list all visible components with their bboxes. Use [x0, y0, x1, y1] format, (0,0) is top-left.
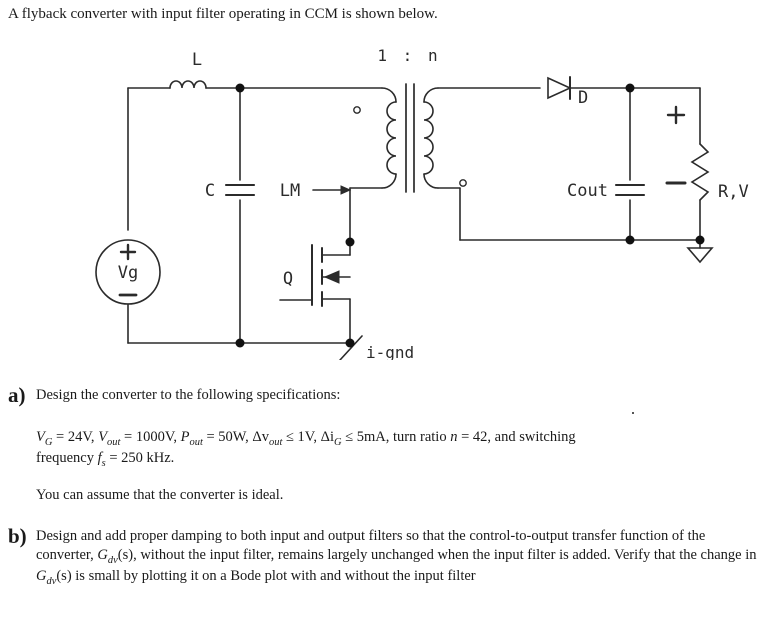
spec-fs-value: = 250 kHz. [109, 450, 175, 467]
question-a-assumption: You can assume that the converter is ide… [36, 487, 284, 503]
question-a-prompt: Design the converter to the following sp… [36, 387, 341, 403]
junction-dot-ground [695, 235, 705, 245]
label-load-RV: R,V [718, 182, 749, 202]
junction-dot-input-node [235, 83, 245, 93]
inductor-coil-icon [169, 80, 207, 89]
ground-triangle-icon [686, 247, 714, 264]
junction-dot-output-bottom [625, 235, 635, 245]
spec-fs-sub: s [101, 458, 106, 470]
spec-dvout-value: ≤ 1V, [285, 429, 318, 445]
spec-pout-value: = 50W, [206, 429, 249, 445]
question-b-line3a: filter is added. Verify that the change … [527, 546, 757, 563]
right-arrow-icon [340, 185, 352, 195]
spec-pout-sub: out [189, 436, 203, 448]
diode-icon [547, 76, 572, 100]
spec-vout-symbol: V [98, 429, 108, 445]
spec-fs-symbol: f [97, 450, 102, 467]
junction-dot-igpnd [345, 338, 355, 348]
label-cap-out: Cout [567, 181, 608, 201]
question-b-line4: without the input filter [344, 567, 476, 584]
label-diode-D: D [578, 88, 588, 108]
input-ground-slash-icon [339, 335, 363, 361]
question-b-line3b: is small by plotting it on a Bode plot w… [75, 567, 342, 584]
transformer-primary-bottom-curl [381, 173, 397, 189]
spec-vout-value: = 1000V, [124, 429, 178, 445]
spec-vg-symbol: V [36, 429, 45, 445]
circuit-diagram: L C LM 1 : n D Cout R,V Vg Q i-gnd [0, 40, 764, 362]
transformer-primary-coil [386, 101, 397, 175]
intro-text: A flyback converter with input filter op… [8, 6, 438, 22]
question-b-line1: Design and add proper damping to both in… [36, 528, 617, 544]
transformer-secondary-top-curl [423, 87, 439, 103]
spec-vg-value: = 24V, [56, 429, 95, 445]
label-source-Vg: Vg [118, 263, 138, 283]
label-turns-ratio: 1 : n [377, 46, 440, 65]
gdv-symbol: G [97, 546, 108, 563]
gdv-sub-2: dv [46, 575, 57, 587]
spec-frequency-text: frequency [36, 450, 94, 467]
spec-dig-symbol: Δi [320, 429, 335, 445]
transformer-primary-top-curl [381, 87, 397, 103]
spec-pout-symbol: P [180, 429, 190, 445]
spec-dvout-symbol: Δv [252, 429, 269, 445]
junction-dot-primary-drain [345, 237, 355, 247]
circuit-schematic-svg: L C LM 1 : n D Cout R,V Vg Q i-gnd [95, 46, 749, 362]
junction-dot-bottom-rail [235, 338, 245, 348]
label-input-ground: i-gnd [366, 343, 414, 360]
transformer-secondary-coil [423, 101, 434, 175]
transformer-polarity-dot-secondary-icon [459, 179, 467, 187]
question-a-spec: VG = 24V, Vout = 1000V, Pout = 50W, Δvou… [36, 428, 746, 471]
transformer-polarity-dot-primary-icon [353, 106, 361, 114]
question-b-body: Design and add proper damping to both in… [36, 527, 758, 588]
label-inductor-L: L [192, 50, 202, 70]
gdv-tail: (s), [117, 546, 137, 563]
transformer-secondary-bottom-curl [423, 173, 439, 189]
label-magnetizing-LM: LM [280, 181, 300, 201]
question-a-label: a) [8, 383, 26, 407]
gdv-sub: dv [107, 554, 118, 566]
gdv-tail-2: (s) [56, 567, 72, 584]
question-b-label: b) [8, 524, 27, 548]
spec-dig-sub: G [334, 436, 342, 448]
spec-turn-ratio-text: turn ratio [393, 429, 447, 445]
resistor-zigzag-icon [690, 143, 710, 201]
spec-dvout-sub: out [269, 436, 283, 448]
question-b-line2a: function of the converter, [36, 528, 706, 563]
gdv-symbol-2: G [36, 567, 47, 584]
spec-vout-sub: out [107, 436, 121, 448]
junction-dot-output-top [625, 83, 635, 93]
spec-n-value: = 42, and switching [461, 429, 576, 445]
spec-vg-sub: G [44, 436, 53, 448]
stray-dot-artifact [632, 412, 634, 414]
question-b-line2b: without the input filter, remains largel… [140, 546, 524, 563]
mosfet-body-diode-arrow [323, 270, 340, 284]
label-capacitor-C: C [205, 181, 215, 201]
spec-n-symbol: n [450, 429, 458, 445]
spec-dig-value: ≤ 5mA, [345, 429, 390, 445]
label-mosfet-Q: Q [283, 269, 293, 289]
